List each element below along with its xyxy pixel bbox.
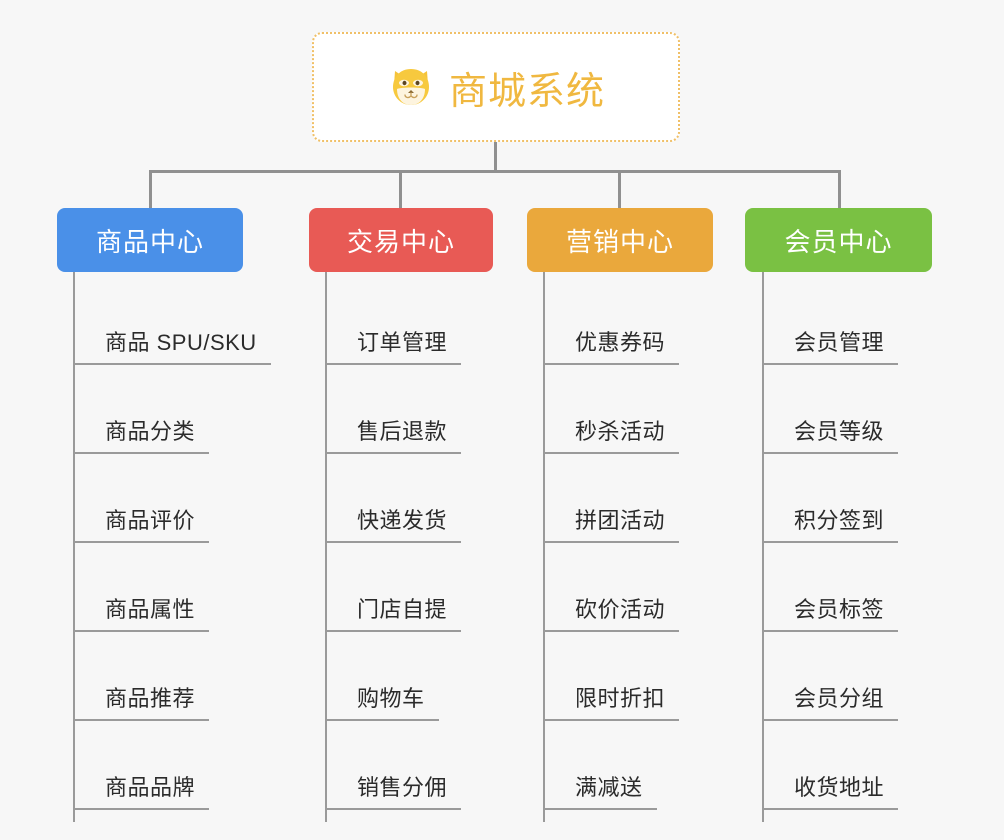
list-item-label: 销售分佣 <box>357 775 448 800</box>
list-item-label: 门店自提 <box>357 597 448 622</box>
list-item-label: 拼团活动 <box>575 508 666 533</box>
list-item-label: 限时折扣 <box>575 686 666 711</box>
branch-spine <box>762 276 764 822</box>
list-item-label: 商品品牌 <box>105 775 196 800</box>
list-item[interactable]: 商品属性 <box>73 543 210 632</box>
category-box-营销中心[interactable]: 营销中心 <box>527 208 713 272</box>
list-item-label: 砍价活动 <box>575 597 666 622</box>
list-item[interactable]: 门店自提 <box>325 543 462 632</box>
list-item[interactable]: 积分签到 <box>762 454 899 543</box>
list-item[interactable]: 商品分类 <box>73 365 210 454</box>
list-item-label: 商品推荐 <box>105 686 196 711</box>
list-item-label: 会员管理 <box>794 330 885 355</box>
list-item-label: 商品评价 <box>105 508 196 533</box>
branch-spine <box>543 276 545 822</box>
list-item-label: 订单管理 <box>357 330 448 355</box>
list-item[interactable]: 销售分佣 <box>325 721 462 810</box>
connector-drop-3 <box>618 170 621 210</box>
list-item[interactable]: 售后退款 <box>325 365 462 454</box>
branch-spine <box>325 276 327 822</box>
list-item[interactable]: 会员分组 <box>762 632 899 721</box>
list-item-label: 收货地址 <box>794 775 885 800</box>
list-item[interactable]: 砍价活动 <box>543 543 680 632</box>
list-item-label: 满减送 <box>575 775 643 800</box>
list-item-label: 会员标签 <box>794 597 885 622</box>
list-item[interactable]: 订单管理 <box>325 276 462 365</box>
list-item[interactable]: 会员等级 <box>762 365 899 454</box>
category-label: 商品中心 <box>95 226 204 257</box>
list-item[interactable]: 收货地址 <box>762 721 899 810</box>
root-title: 商城系统 <box>448 70 605 113</box>
list-item-label: 商品分类 <box>105 419 196 444</box>
list-item[interactable]: 商品 SPU/SKU <box>73 276 271 365</box>
branch-spine <box>73 276 75 822</box>
list-item[interactable]: 会员标签 <box>762 543 899 632</box>
list-item-label: 商品 SPU/SKU <box>105 330 257 355</box>
connector-drop-4 <box>838 170 841 210</box>
shiba-dog-face-icon <box>387 63 435 111</box>
list-item[interactable]: 拼团活动 <box>543 454 680 543</box>
list-item-label: 会员分组 <box>794 686 885 711</box>
connector-trunk <box>494 142 497 172</box>
category-box-交易中心[interactable]: 交易中心 <box>309 208 493 272</box>
category-box-会员中心[interactable]: 会员中心 <box>745 208 932 272</box>
category-label: 营销中心 <box>565 226 674 257</box>
list-item[interactable]: 快递发货 <box>325 454 462 543</box>
connector-drop-2 <box>399 170 402 210</box>
list-item[interactable]: 商品评价 <box>73 454 210 543</box>
list-item-label: 快递发货 <box>357 508 448 533</box>
list-item-label: 购物车 <box>357 686 425 711</box>
category-box-商品中心[interactable]: 商品中心 <box>57 208 243 272</box>
list-item-label: 秒杀活动 <box>575 419 666 444</box>
list-item-label: 会员等级 <box>794 419 885 444</box>
list-item[interactable]: 满减送 <box>543 721 657 810</box>
list-item[interactable]: 会员管理 <box>762 276 899 365</box>
list-item-label: 售后退款 <box>357 419 448 444</box>
connector-drop-1 <box>149 170 152 210</box>
list-item[interactable]: 限时折扣 <box>543 632 680 721</box>
list-item[interactable]: 优惠券码 <box>543 276 680 365</box>
list-item-label: 商品属性 <box>105 597 196 622</box>
list-item[interactable]: 购物车 <box>325 632 439 721</box>
list-item-label: 优惠券码 <box>575 330 666 355</box>
list-item[interactable]: 秒杀活动 <box>543 365 680 454</box>
list-item[interactable]: 商品品牌 <box>73 721 210 810</box>
list-item[interactable]: 商品推荐 <box>73 632 210 721</box>
category-label: 交易中心 <box>346 226 455 257</box>
connector-bus <box>149 170 841 173</box>
category-label: 会员中心 <box>784 226 893 257</box>
root-node[interactable]: 商城系统 <box>312 32 680 142</box>
list-item-label: 积分签到 <box>794 508 885 533</box>
